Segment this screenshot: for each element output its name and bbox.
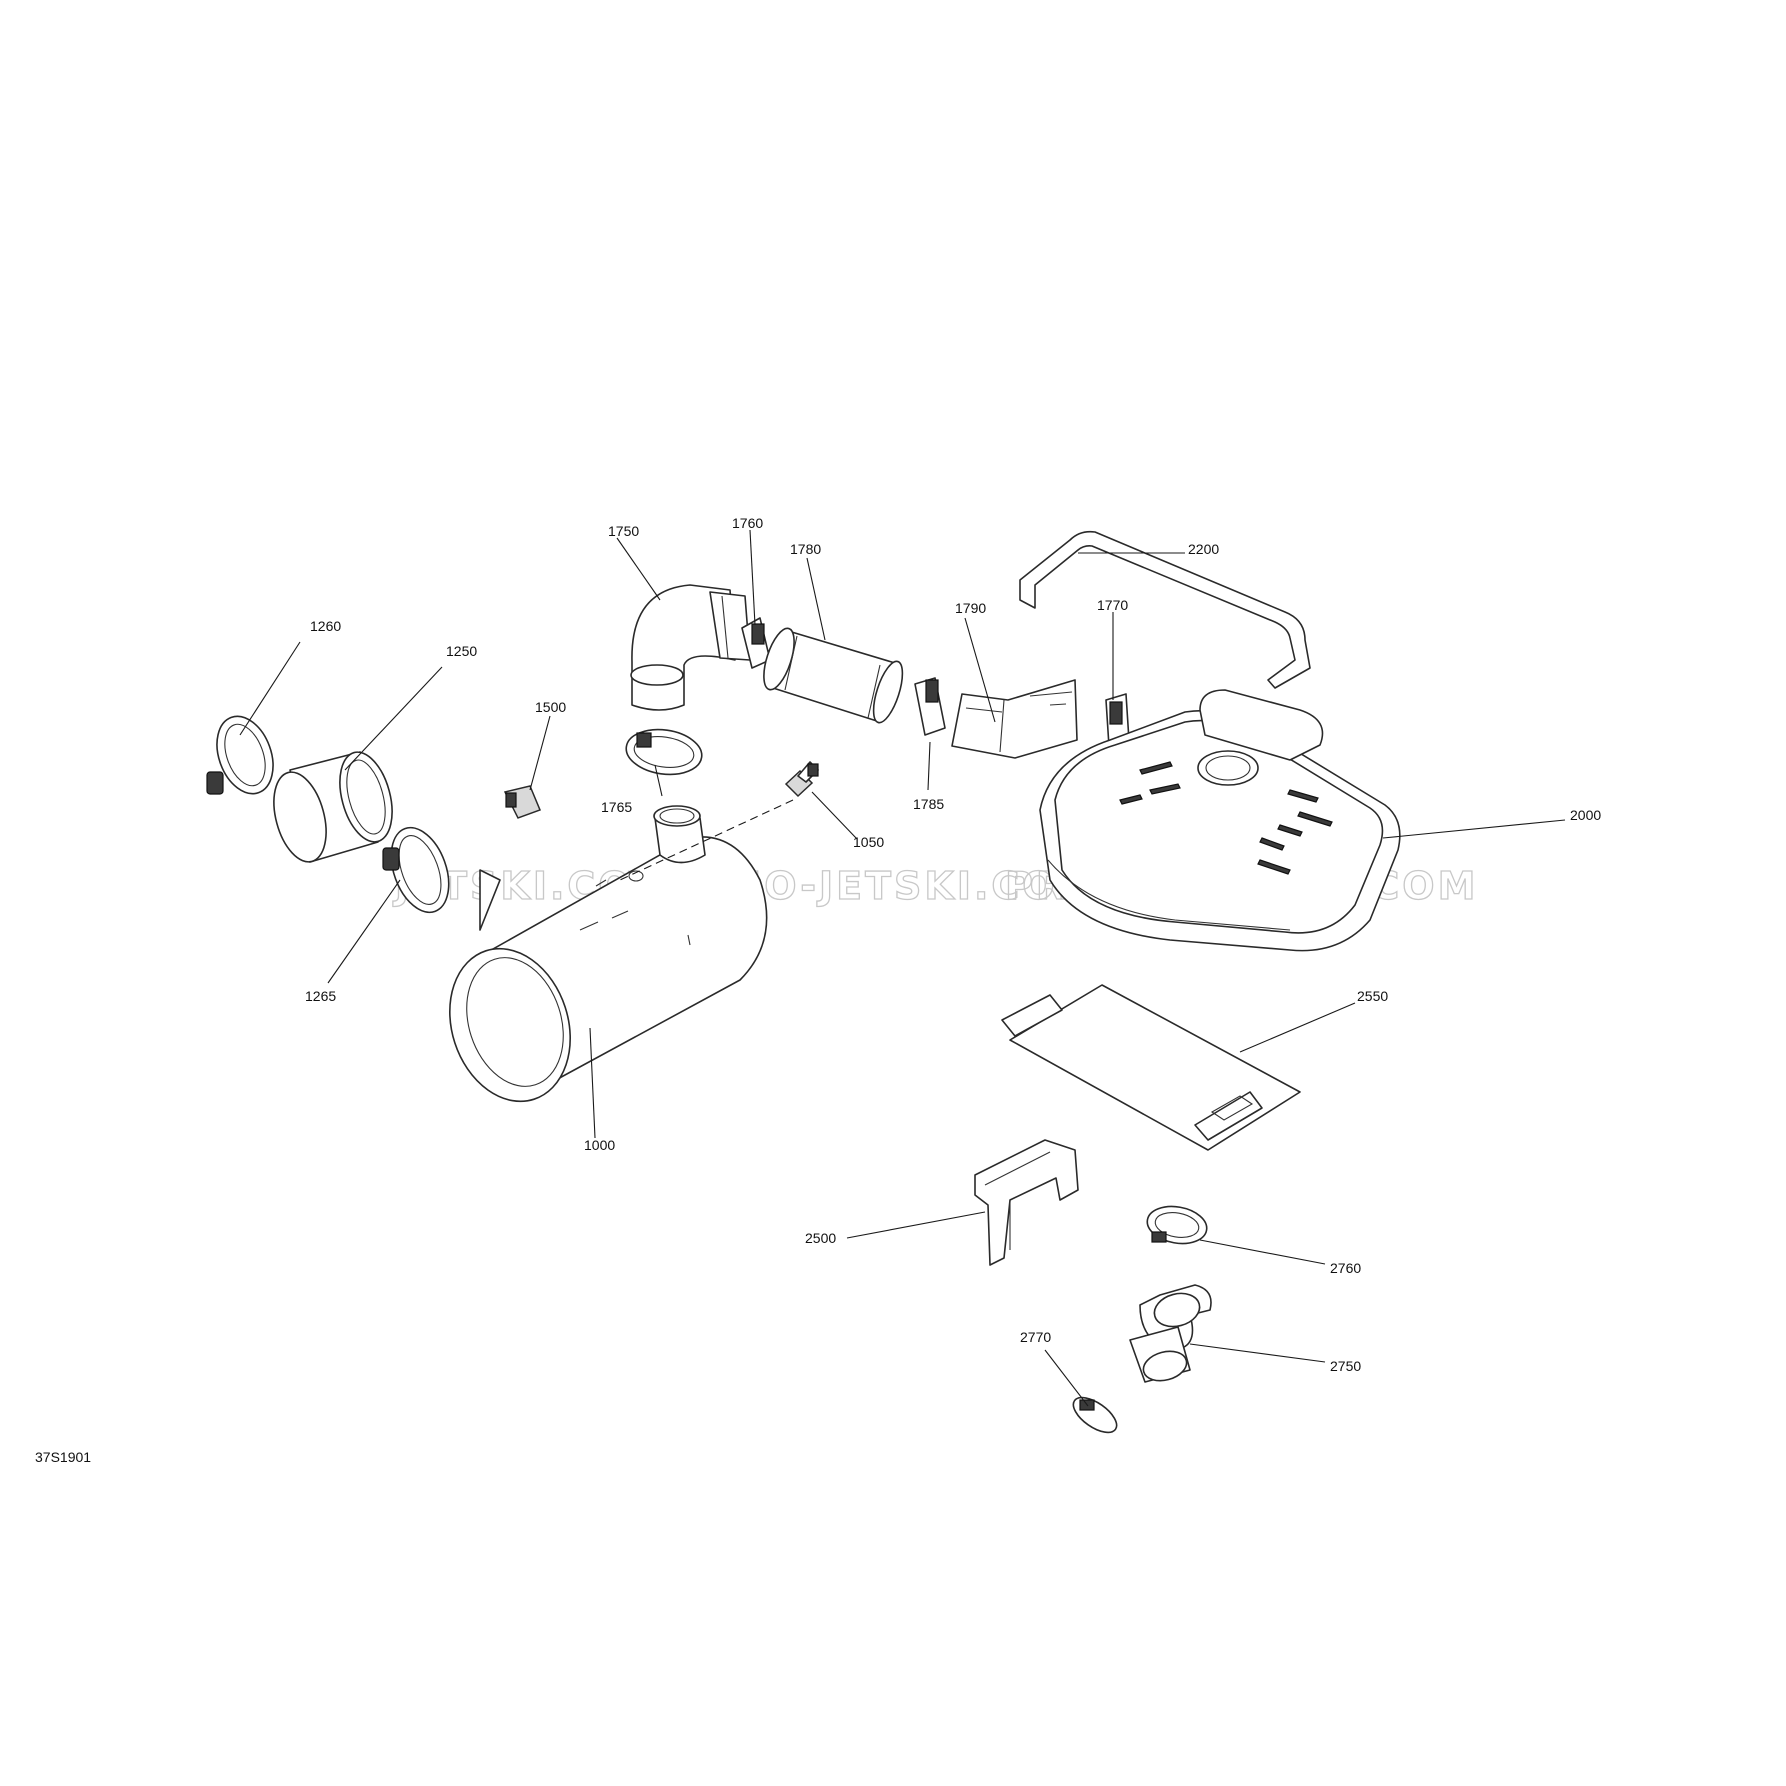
part-1000-muffler[interactable] <box>431 805 768 1117</box>
label-1785[interactable]: 1785 <box>913 796 944 812</box>
part-labels: 1260 1250 1500 1265 1750 1760 1780 1790 … <box>305 515 1601 1374</box>
label-1770[interactable]: 1770 <box>1097 597 1128 613</box>
label-2000[interactable]: 2000 <box>1570 807 1601 823</box>
label-1050[interactable]: 1050 <box>853 834 884 850</box>
label-1790[interactable]: 1790 <box>955 600 986 616</box>
label-2760[interactable]: 2760 <box>1330 1260 1361 1276</box>
label-2200[interactable]: 2200 <box>1188 541 1219 557</box>
diagram-reference-code: 37S1901 <box>35 1449 91 1465</box>
label-1750[interactable]: 1750 <box>608 523 639 539</box>
part-2770-clamp[interactable] <box>1068 1391 1123 1439</box>
part-1765-clamp[interactable] <box>623 725 704 779</box>
label-1260[interactable]: 1260 <box>310 618 341 634</box>
part-1750-elbow[interactable] <box>630 584 751 711</box>
part-2750-elbow[interactable] <box>1129 1284 1212 1385</box>
part-1790-flexpipe[interactable] <box>951 679 1078 759</box>
label-2750[interactable]: 2750 <box>1330 1358 1361 1374</box>
label-2500[interactable]: 2500 <box>805 1230 836 1246</box>
part-1500-clip[interactable] <box>503 785 541 819</box>
part-1265-clamp[interactable] <box>381 820 460 920</box>
label-1250[interactable]: 1250 <box>446 643 477 659</box>
part-1050-sensor[interactable] <box>784 761 819 798</box>
sensor-dashed-line <box>619 799 794 881</box>
leader-lines <box>239 529 1566 1407</box>
label-1765[interactable]: 1765 <box>601 799 632 815</box>
part-1250-sleeve[interactable] <box>265 746 401 867</box>
part-2200-strap[interactable] <box>1019 530 1311 689</box>
label-1500[interactable]: 1500 <box>535 699 566 715</box>
label-1780[interactable]: 1780 <box>790 541 821 557</box>
part-2500-bracket[interactable] <box>974 1139 1079 1266</box>
label-1000[interactable]: 1000 <box>584 1137 615 1153</box>
part-2550-plate[interactable] <box>1001 984 1301 1151</box>
label-2550[interactable]: 2550 <box>1357 988 1388 1004</box>
part-1785-clamp[interactable] <box>914 677 946 736</box>
part-1260-clamp[interactable] <box>206 709 283 802</box>
part-2000-muffler-box[interactable] <box>1039 689 1401 952</box>
part-2760-clamp[interactable] <box>1144 1202 1209 1248</box>
label-1760[interactable]: 1760 <box>732 515 763 531</box>
part-1780-pipe[interactable] <box>758 625 909 726</box>
label-2770[interactable]: 2770 <box>1020 1329 1051 1345</box>
label-1265[interactable]: 1265 <box>305 988 336 1004</box>
